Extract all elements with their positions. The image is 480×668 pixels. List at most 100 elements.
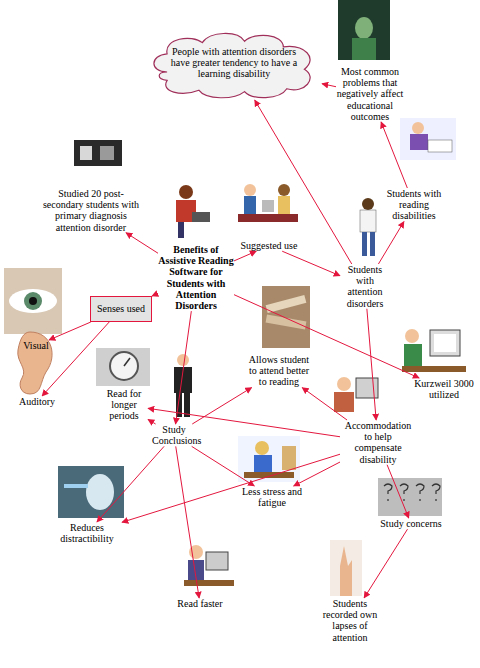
- clipart-desk: [402, 366, 466, 372]
- arrow-connector: [364, 529, 407, 598]
- clipart-computer: [434, 334, 456, 352]
- clipart-figure: [254, 455, 272, 473]
- clipart-photo: [74, 140, 122, 166]
- clipart-figure: [404, 344, 422, 366]
- clipart-figure: [244, 184, 256, 196]
- clipart-figure: [405, 329, 419, 343]
- concept-node: Read for longer periods: [100, 388, 148, 422]
- clipart-figure: [188, 560, 204, 580]
- node-label: Students with reading disabilities: [378, 188, 450, 222]
- node-label: Students with attention disorders: [340, 264, 390, 309]
- clipart-figure: [355, 17, 373, 39]
- concept-node: Studied 20 post-secondary students with …: [42, 188, 140, 233]
- clipart-desk: [244, 472, 294, 478]
- node-label: Most common problems that negatively aff…: [336, 66, 404, 122]
- node-label: Reduces distractibility: [52, 522, 122, 544]
- node-label: Kurzweil 3000 utilized: [410, 378, 478, 400]
- concept-node: Study concerns: [378, 518, 444, 529]
- clipart-figure: [362, 198, 374, 210]
- clipart-figure: [184, 393, 190, 417]
- clipart-image: [96, 348, 150, 386]
- clipart-computer: [356, 378, 378, 398]
- clipart-figure: [362, 232, 367, 256]
- concept-node: Read faster: [172, 598, 228, 609]
- concept-node: Auditory: [14, 396, 60, 407]
- arrow-connector: [192, 388, 251, 424]
- clipart-eye: [29, 297, 37, 305]
- clipart-desk: [238, 214, 298, 222]
- arrow-connector: [381, 122, 407, 188]
- clipart-figure: [176, 393, 182, 417]
- clipart-figure: [178, 222, 184, 238]
- arrow-connector: [302, 388, 347, 420]
- clipart-figure: [337, 377, 351, 391]
- node-label: Read for longer periods: [100, 388, 148, 422]
- clipart-figure: [174, 367, 192, 393]
- clipart-photo: [80, 146, 92, 160]
- arrow-connector: [234, 251, 256, 261]
- concept-node: Less stress and fatigue: [240, 486, 304, 508]
- node-label: Study Conclusions: [152, 424, 196, 446]
- arrow-connector: [176, 311, 192, 424]
- concept-node: Kurzweil 3000 utilized: [410, 378, 478, 400]
- node-label: Senses used: [97, 303, 145, 314]
- node-label: Auditory: [14, 396, 60, 407]
- clipart-image: [400, 118, 456, 160]
- concept-node: Suggested use: [238, 240, 300, 251]
- clipart-book: [428, 140, 452, 152]
- cloud-outline: [154, 33, 310, 97]
- arrow-connector: [148, 408, 340, 436]
- clipart-photo: [100, 146, 114, 160]
- concept-node: Allows student to attend better to readi…: [248, 354, 310, 388]
- arrow-connector: [152, 293, 158, 296]
- clipart-book: [266, 295, 307, 313]
- node-label: Accommodation to help compensate disabil…: [340, 420, 416, 465]
- node-label: Visual: [16, 340, 56, 351]
- cloud-node: People with attention disorders have gre…: [146, 30, 322, 100]
- arrow-connector: [255, 100, 352, 264]
- arrow-connector: [122, 454, 340, 522]
- clipart-eye: [4, 268, 62, 334]
- clipart-image: [58, 466, 124, 518]
- arrow-connector: [148, 419, 156, 424]
- concept-node: Visual: [16, 340, 56, 351]
- clipart-image: [238, 436, 300, 482]
- arrow-connector: [176, 446, 199, 598]
- concept-node: Reduces distractibility: [52, 522, 122, 544]
- arrow-connector: [387, 465, 409, 518]
- node-label: Suggested use: [238, 240, 300, 251]
- clipart-figure: [244, 196, 256, 214]
- concept-node: Students recorded own lapses of attentio…: [322, 598, 378, 643]
- clipart-stopwatch: [110, 352, 138, 380]
- clipart-figure: [334, 392, 354, 412]
- concept-node: Students with attention disorders: [340, 264, 390, 309]
- arrow-connector: [49, 322, 91, 340]
- clipart-stopwatch: [124, 358, 130, 366]
- concept-node: Accommodation to help compensate disabil…: [340, 420, 416, 465]
- concept-node: Study Conclusions: [152, 424, 196, 446]
- clipart-image: [262, 286, 310, 348]
- node-label: Study concerns: [378, 518, 444, 529]
- clipart-figure: [412, 122, 424, 134]
- arrow-connector: [42, 322, 109, 396]
- concept-node: Students with reading disabilities: [378, 188, 450, 222]
- arrow-connector: [126, 233, 158, 253]
- clipart-figure: [370, 232, 375, 256]
- clipart-figure: [86, 474, 114, 510]
- clipart-figure: [179, 185, 193, 199]
- clipart-figure: [278, 184, 290, 196]
- clipart-books: [282, 446, 296, 470]
- clipart-computer: [206, 552, 228, 570]
- clipart-image: [338, 0, 390, 60]
- arrow-connector: [97, 446, 164, 522]
- clipart-eye: [24, 292, 42, 310]
- concept-node: Benefits of Assistive Reading Software f…: [158, 244, 234, 311]
- clipart-figure: [410, 134, 428, 150]
- arrow-connector: [378, 222, 403, 264]
- concept-box: Senses used: [90, 296, 152, 322]
- concept-node: Most common problems that negatively aff…: [336, 66, 404, 122]
- clipart-computer: [430, 330, 460, 356]
